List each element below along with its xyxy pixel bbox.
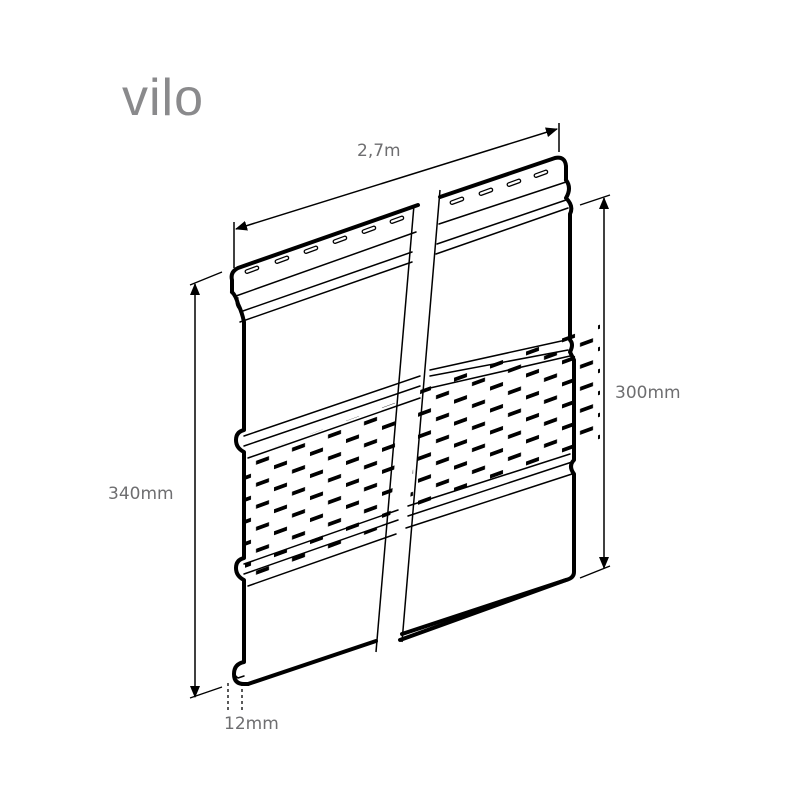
thickness-label: 12mm <box>224 714 279 734</box>
total-height-label: 340mm <box>108 484 174 504</box>
panel-left-portion <box>245 390 418 580</box>
effective-height-label: 300mm <box>615 383 681 403</box>
length-label: 2,7m <box>357 141 401 161</box>
effective-height-dimension <box>579 194 611 579</box>
panel-outline <box>229 155 576 686</box>
panel-right-portion <box>400 322 600 518</box>
brand-logo: vilo <box>122 69 205 127</box>
break-gap <box>375 189 441 653</box>
thickness-dimension <box>227 683 243 712</box>
total-height-dimension <box>189 271 223 699</box>
length-dimension <box>233 123 560 268</box>
